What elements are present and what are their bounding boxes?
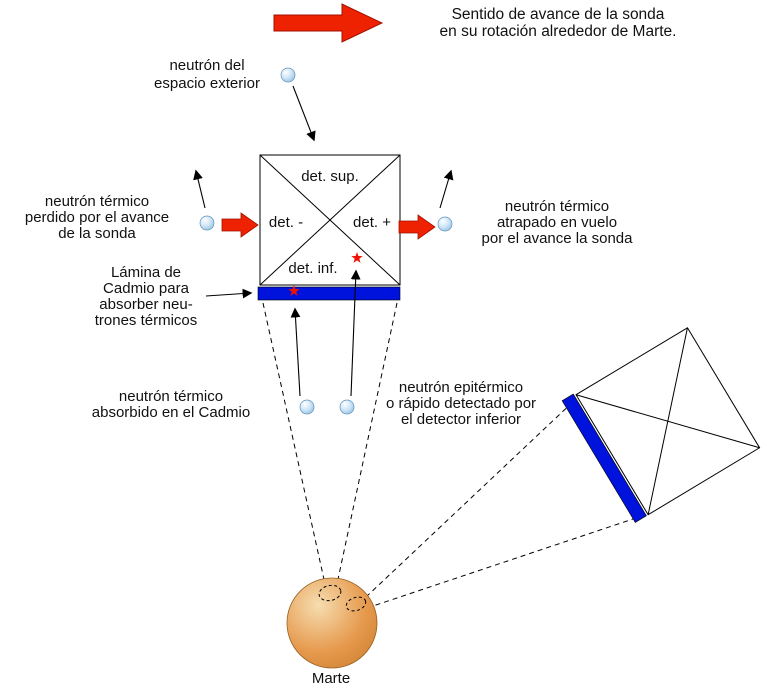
label-cadmium-line4: trones térmicos — [95, 312, 198, 329]
lost-neutron-up-arrow — [193, 169, 206, 209]
label-lost-neutron-line1: neutrón térmico — [45, 193, 149, 210]
detector-plus-label: det. + — [353, 214, 391, 231]
footprint-ellipse-2 — [345, 596, 367, 612]
detection-spark-icon — [351, 252, 363, 263]
outer-neutron-path-arrow — [292, 85, 316, 142]
label-lost-neutron-line3: de la sonda — [58, 225, 136, 242]
label-outer-neutron-line1: neutrón del — [169, 57, 244, 74]
field-of-view-line-right — [336, 302, 398, 585]
detector-diagonal — [259, 154, 401, 286]
absorbed-neutron-pointer-arrow — [290, 307, 301, 397]
neutron-ball-outer-space — [280, 67, 296, 83]
label-epithermal-line2: o rápido detectado por — [386, 395, 536, 412]
label-absorbed-neutron-line2: absorbido en el Cadmio — [92, 404, 250, 421]
label-trapped-neutron-line1: neutrón térmico — [505, 198, 609, 215]
label-epithermal-line3: el detector inferior — [401, 411, 521, 428]
label-cadmium-line2: Cadmio para — [103, 280, 190, 297]
label-cadmium-line1: Lámina de — [111, 264, 181, 281]
neutron-entry-arrow — [221, 212, 259, 238]
rotated-cadmium-sheet — [561, 393, 647, 523]
neutron-ball-epithermal — [339, 399, 355, 415]
absorption-spark-icon — [288, 285, 300, 296]
trapped-neutron-up-arrow — [439, 169, 454, 209]
detector-bottom-label: det. inf. — [288, 260, 337, 277]
neutron-ball-absorbed — [299, 399, 315, 415]
label-cadmium-line3: absorber neu- — [99, 296, 192, 313]
field-of-view-line-rotated-bottom — [366, 518, 634, 609]
rotated-detector-diagonal — [575, 394, 760, 449]
heading-line-2: en su rotación alrededor de Marte. — [440, 23, 677, 40]
mars-label: Marte — [312, 670, 350, 687]
detector-minus-label: det. - — [269, 214, 303, 231]
field-of-view-line-rotated-top — [365, 398, 577, 598]
label-trapped-neutron-line3: por el avance la sonda — [482, 230, 634, 247]
detector-top-label: det. sup. — [301, 168, 359, 185]
field-of-view-line-left — [262, 302, 326, 585]
mars-planet — [286, 577, 378, 669]
label-epithermal-line1: neutrón epitérmico — [399, 379, 523, 396]
neutron-ball-trapped — [437, 216, 453, 232]
neutron-exit-arrow — [398, 214, 436, 240]
label-absorbed-neutron-line1: neutrón térmico — [119, 388, 223, 405]
cadmium-sheet — [257, 286, 401, 301]
label-trapped-neutron-line2: atrapado en vuelo — [497, 214, 617, 231]
label-outer-neutron-line2: espacio exterior — [154, 75, 260, 92]
cadmium-label-pointer-arrow — [205, 288, 253, 299]
heading-line-1: Sentido de avance de la sonda — [452, 6, 665, 23]
neutron-ball-lost — [199, 215, 215, 231]
footprint-ellipse-1 — [318, 584, 342, 602]
probe-direction-arrow — [273, 3, 384, 43]
rotated-detector — [561, 327, 761, 523]
label-lost-neutron-line2: perdido por el avance — [25, 209, 169, 226]
epithermal-pointer-arrow — [350, 269, 361, 397]
